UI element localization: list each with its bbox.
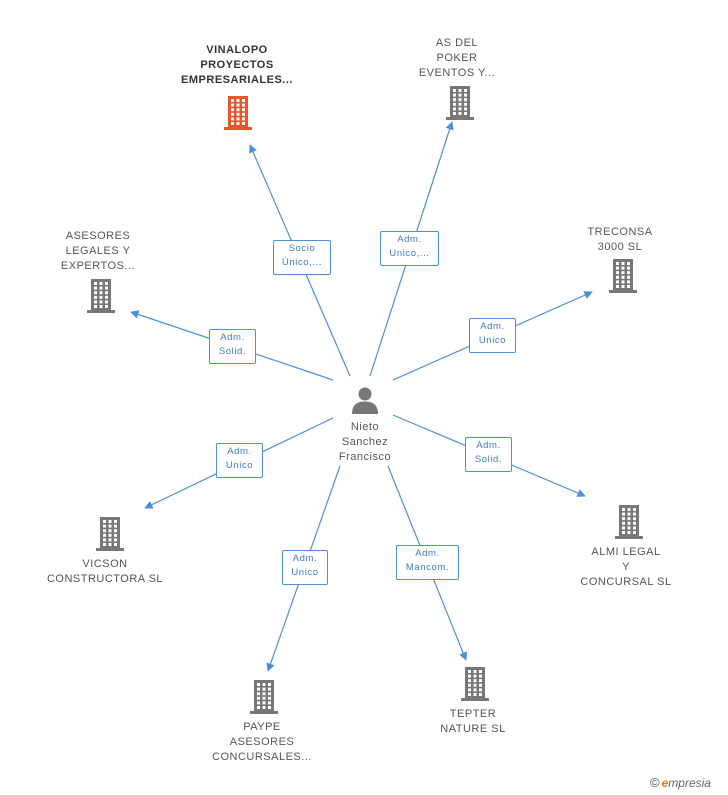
- company-name: TEPTER NATURE SL: [440, 708, 506, 735]
- person-node[interactable]: Nieto Sanchez Francisco: [320, 385, 410, 465]
- company-name: ASESORES LEGALES Y EXPERTOS...: [60, 230, 136, 272]
- company-name: VINALOPO PROYECTOS EMPRESARIALES...: [181, 44, 293, 86]
- company-node-paype[interactable]: PAYPE ASESORES CONCURSALES...: [197, 720, 327, 765]
- company-name: TRECONSA 3000 SL: [587, 226, 653, 253]
- person-icon: [352, 387, 378, 414]
- relation-label-tepter[interactable]: Adm. Mancom.: [396, 545, 459, 580]
- company-node-almi[interactable]: ALMI LEGAL Y CONCURSAL SL: [566, 545, 686, 590]
- copyright-symbol: ©: [650, 775, 660, 790]
- building-icon-asdelpoker: [446, 86, 474, 120]
- person-name: Nieto Sanchez Francisco: [338, 421, 392, 463]
- company-node-treconsa[interactable]: TRECONSA 3000 SL: [565, 225, 675, 255]
- building-icon-tepter: [461, 667, 489, 701]
- brand-logo-e: e: [661, 776, 669, 790]
- company-node-asesores[interactable]: ASESORES LEGALES Y EXPERTOS...: [43, 229, 153, 274]
- building-icon-asesores: [87, 279, 115, 313]
- company-name: VICSON CONSTRUCTORA SL: [46, 558, 164, 585]
- company-node-tepter[interactable]: TEPTER NATURE SL: [418, 707, 528, 737]
- relation-label-asesores[interactable]: Adm. Solid.: [209, 329, 256, 364]
- company-name: PAYPE ASESORES CONCURSALES...: [212, 721, 312, 763]
- building-icon-almi: [615, 505, 643, 539]
- building-icon-paype: [250, 680, 278, 714]
- company-name: ALMI LEGAL Y CONCURSAL SL: [580, 546, 672, 588]
- relation-label-almi[interactable]: Adm. Solid.: [465, 437, 512, 472]
- building-icon-treconsa: [609, 259, 637, 293]
- company-node-vicson[interactable]: VICSON CONSTRUCTORA SL: [35, 557, 175, 587]
- relation-label-treconsa[interactable]: Adm. Unico: [469, 318, 516, 353]
- company-name: AS DEL POKER EVENTOS Y...: [418, 37, 496, 79]
- relation-label-asdelpoker[interactable]: Adm. Unico,...: [380, 231, 439, 266]
- building-icon-vicson: [96, 517, 124, 551]
- building-icon-vinalopo: [224, 96, 252, 130]
- relation-label-vicson[interactable]: Adm. Unico: [216, 443, 263, 478]
- relation-label-vinalopo[interactable]: Socio Único,...: [273, 240, 331, 275]
- relation-label-paype[interactable]: Adm. Unico: [282, 550, 328, 585]
- brand-footer: ©empresia: [650, 775, 711, 790]
- company-node-asdelpoker[interactable]: AS DEL POKER EVENTOS Y...: [402, 36, 512, 81]
- company-node-vinalopo[interactable]: VINALOPO PROYECTOS EMPRESARIALES...: [162, 43, 312, 88]
- brand-name: mpresia: [668, 776, 711, 790]
